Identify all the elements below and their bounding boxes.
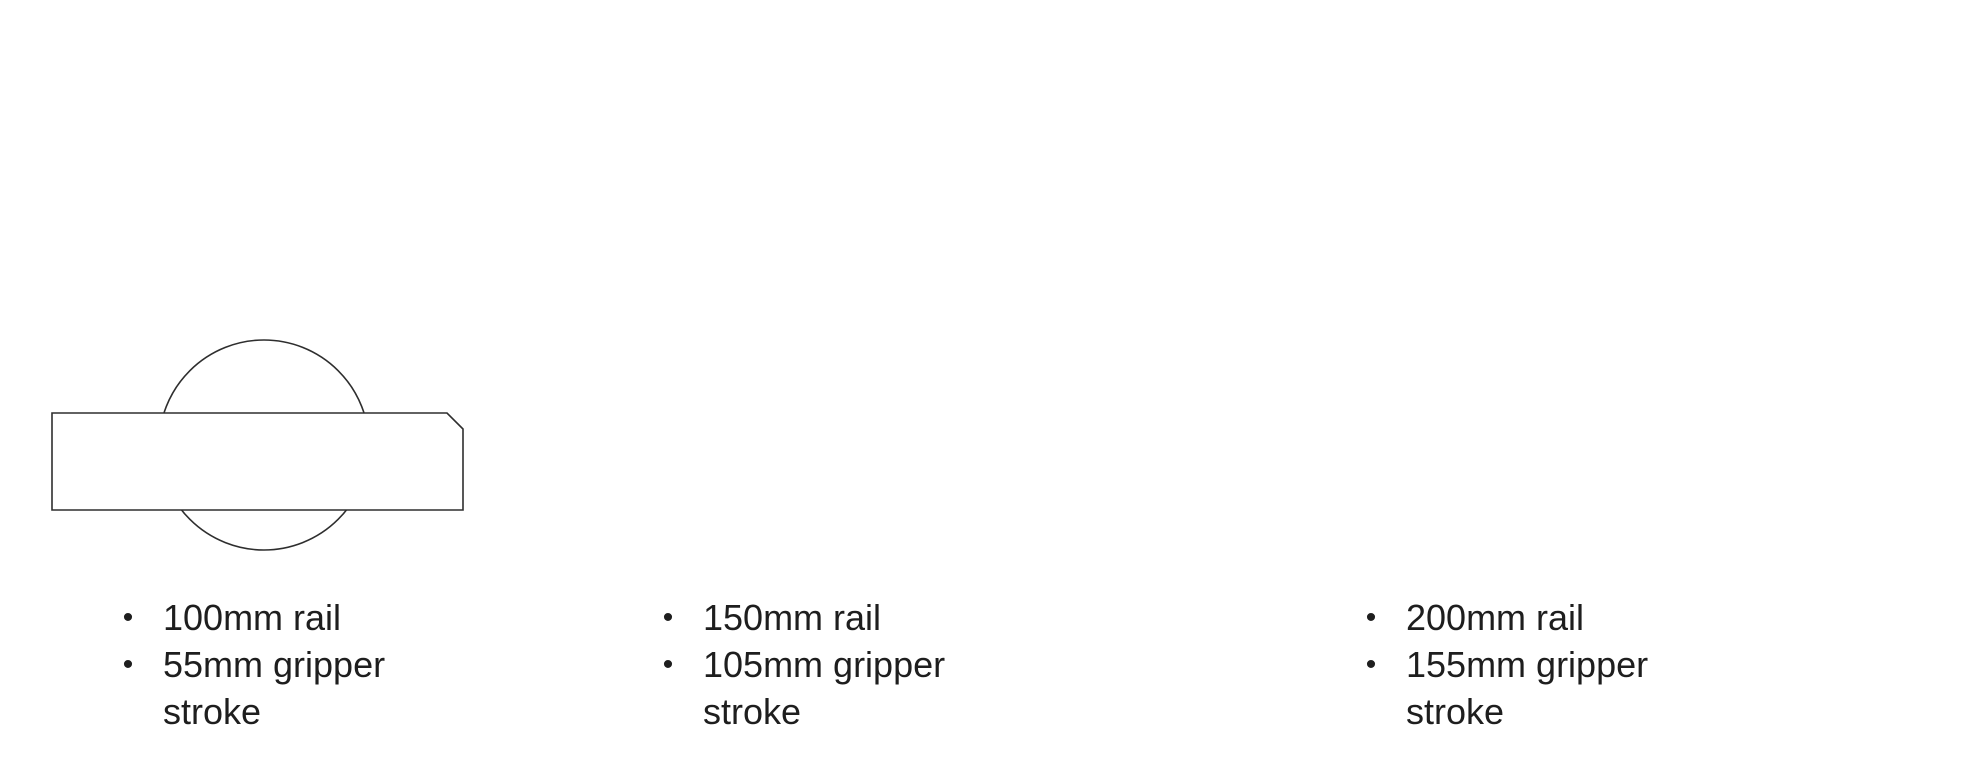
spec-rail-length: 200mm rail: [1406, 597, 1585, 638]
spec-rail-length: 150mm rail: [703, 597, 882, 638]
bullet-icon: •: [122, 648, 134, 681]
bullet-icon: •: [1365, 648, 1377, 681]
spec-item: • 150mm rail: [661, 594, 961, 641]
spec-gripper-stroke: 55mm gripper stroke: [163, 644, 386, 732]
bullet-icon: •: [662, 601, 674, 634]
spec-rail-length: 100mm rail: [163, 597, 342, 638]
spec-item: • 200mm rail: [1364, 594, 1664, 641]
bullet-icon: •: [662, 648, 674, 681]
spec-item: • 55mm gripper stroke: [121, 641, 421, 735]
gripper-drawing-rail-100mm: [51, 339, 464, 551]
bullet-icon: •: [122, 601, 134, 634]
linear-rail: [51, 412, 464, 511]
spec-item: • 155mm gripper stroke: [1364, 641, 1664, 735]
spec-list-150mm: • 150mm rail • 105mm gripper stroke: [661, 594, 961, 735]
spec-list-100mm: • 100mm rail • 55mm gripper stroke: [121, 594, 421, 735]
spec-list-200mm: • 200mm rail • 155mm gripper stroke: [1364, 594, 1664, 735]
spec-gripper-stroke: 105mm gripper stroke: [703, 644, 946, 732]
spec-item: • 105mm gripper stroke: [661, 641, 961, 735]
spec-gripper-stroke: 155mm gripper stroke: [1406, 644, 1649, 732]
bullet-icon: •: [1365, 601, 1377, 634]
spec-item: • 100mm rail: [121, 594, 421, 641]
